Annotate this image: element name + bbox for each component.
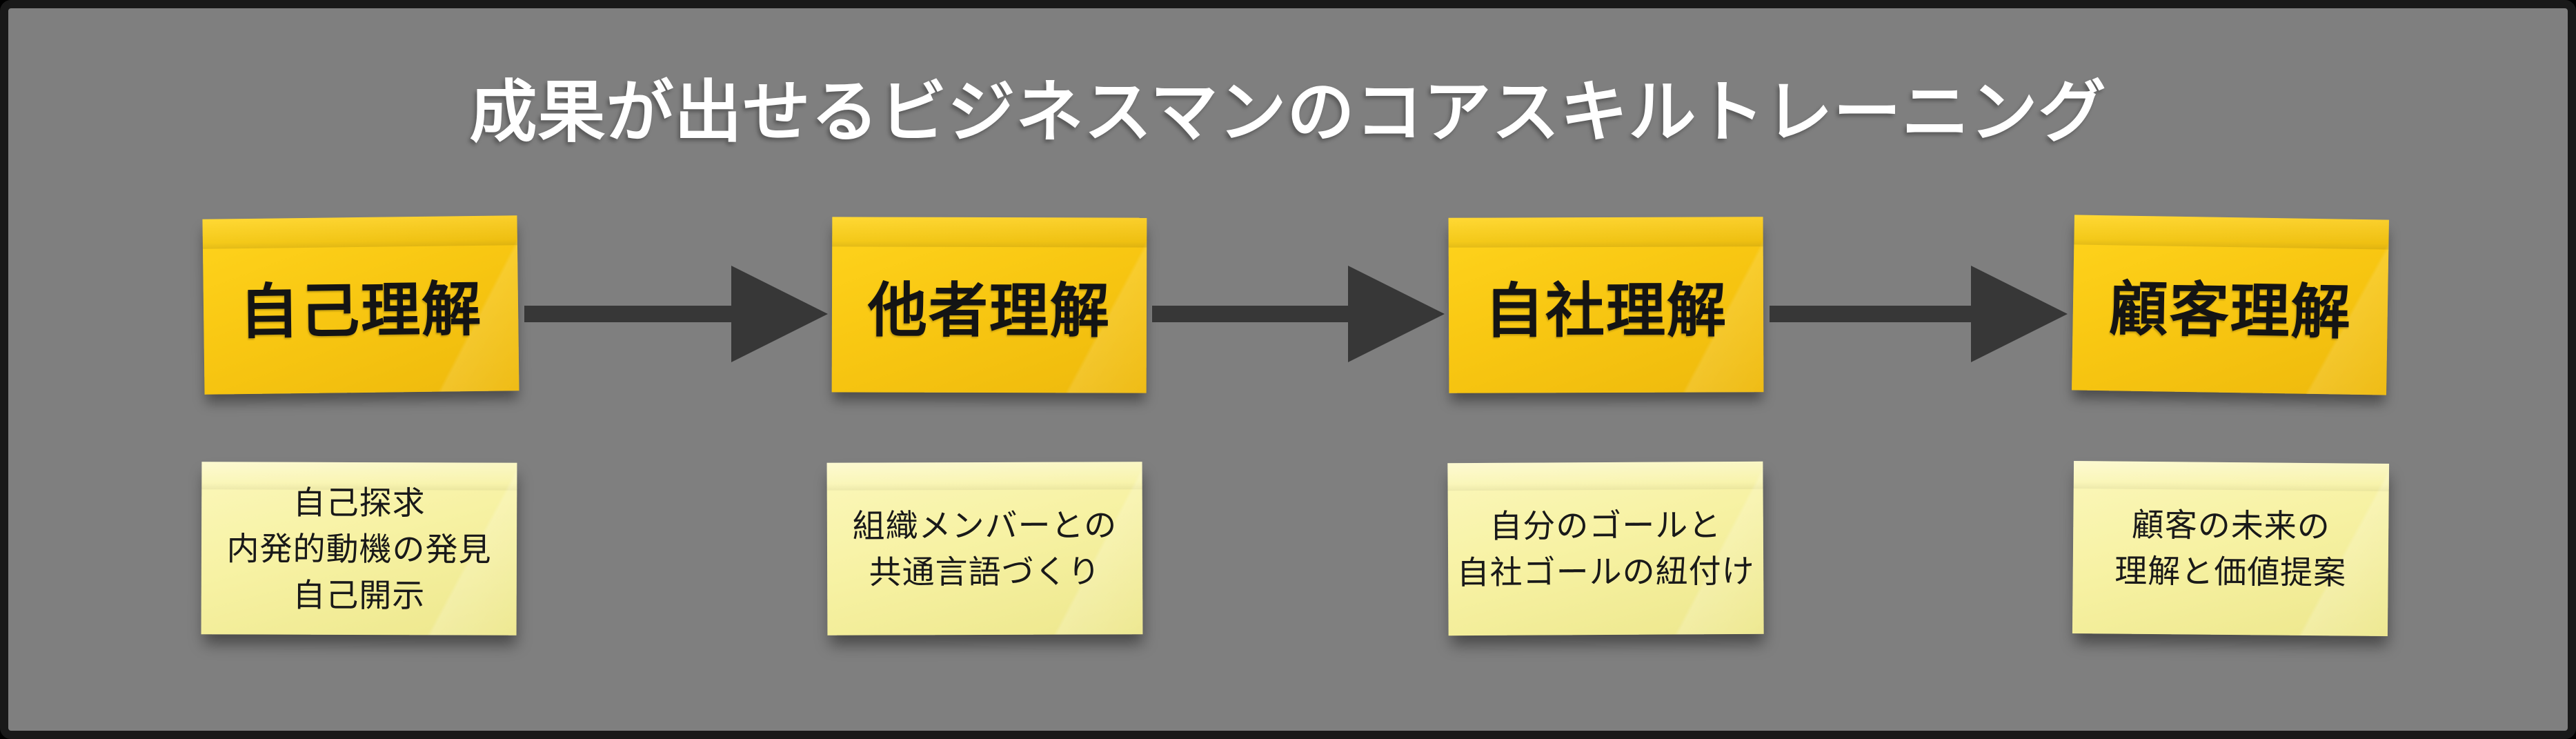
sticky-note-self-understanding: 自己探求 内発的動機の発見 自己開示 bbox=[201, 462, 517, 635]
flow-step-box-customer-understanding: 顧客理解 bbox=[2072, 215, 2389, 395]
arrow-head bbox=[1971, 266, 2068, 362]
page-title: 成果が出せるビジネスマンのコアスキルトレーニング bbox=[469, 74, 2107, 150]
arrow-shaft bbox=[1770, 306, 1978, 322]
flow-step-box-others-understanding: 他者理解 bbox=[831, 217, 1147, 393]
sticky-note-line: 理解と価値提案 bbox=[2114, 552, 2347, 591]
arrow-shaft bbox=[524, 306, 738, 322]
arrow-right-icon bbox=[1152, 266, 1445, 362]
sticky-fold-strip bbox=[826, 462, 1142, 491]
flow-step-label: 顧客理解 bbox=[2108, 275, 2352, 346]
sticky-note-line: 自己探求 bbox=[293, 484, 426, 521]
sticky-note-line: 組織メンバーとの bbox=[852, 506, 1118, 544]
sticky-note-customer-understanding: 顧客の未来の 理解と価値提案 bbox=[2072, 461, 2390, 636]
sticky-note-company-understanding: 自分のゴールと 自社ゴールの紐付け bbox=[1447, 461, 1764, 636]
sticky-note-line: 顧客の未来の bbox=[2131, 506, 2331, 545]
sticky-fold-strip bbox=[1447, 461, 1763, 491]
sticky-note-line: 自分のゴールと bbox=[1489, 506, 1722, 544]
flow-step-box-self-understanding: 自己理解 bbox=[202, 215, 519, 395]
arrow-shaft bbox=[1152, 306, 1355, 322]
sticky-note-line: 自社ゴールの紐付け bbox=[1456, 552, 1755, 591]
arrow-head bbox=[731, 266, 828, 362]
arrow-right-icon bbox=[1770, 266, 2068, 362]
sticky-fold-strip bbox=[2074, 215, 2389, 250]
flow-step-label: 自己理解 bbox=[239, 276, 483, 346]
sticky-note-line: 自己開示 bbox=[293, 576, 426, 613]
sticky-fold-strip bbox=[832, 217, 1147, 248]
sticky-note-line: 共通言語づくり bbox=[869, 553, 1101, 591]
arrow-head bbox=[1348, 266, 1445, 362]
sticky-fold-strip bbox=[1448, 217, 1763, 248]
flow-step-label: 他者理解 bbox=[867, 277, 1111, 344]
flow-step-box-company-understanding: 自社理解 bbox=[1448, 217, 1764, 393]
flow-step-label: 自社理解 bbox=[1484, 277, 1728, 345]
sticky-fold-strip bbox=[202, 215, 517, 249]
sticky-note-others-understanding: 組織メンバーとの 共通言語づくり bbox=[826, 462, 1143, 635]
arrow-right-icon bbox=[524, 266, 828, 362]
sticky-note-line: 内発的動機の発見 bbox=[226, 529, 492, 568]
sticky-fold-strip bbox=[2073, 461, 2390, 491]
